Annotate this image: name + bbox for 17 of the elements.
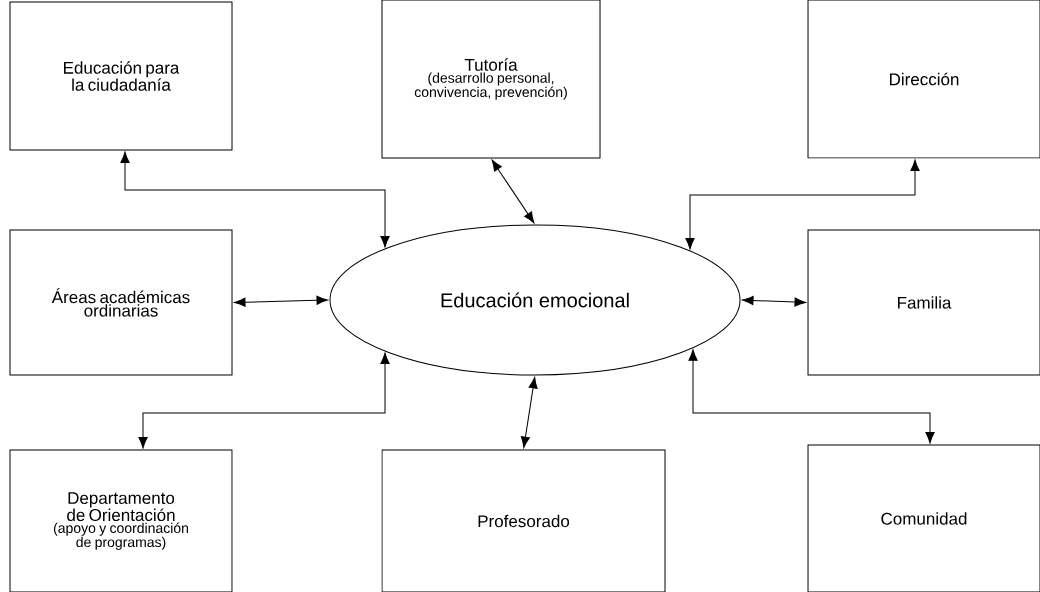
- arrow: [138, 352, 390, 449]
- arrow: [120, 151, 390, 248]
- arrow: [520, 377, 538, 448]
- text-box: Educación para la ciudadanía: [9, 1, 233, 151]
- ellipse-node: Educación emocional: [329, 224, 741, 376]
- text-box: Departamento de Orientación (apoyo y coordinación de programas): [9, 449, 233, 592]
- arrow: [234, 295, 328, 307]
- arrow: [742, 295, 806, 307]
- arrow: [491, 159, 535, 224]
- text-box: Comunidad: [807, 444, 1040, 592]
- text-box: Tutoría (desarrollo personal, convivencia, prevención): [381, 0, 601, 159]
- arrow: [688, 349, 935, 444]
- text-box: Dirección: [807, 0, 1040, 159]
- text-box: Áreas académicas ordinarias: [9, 229, 233, 376]
- arrow: [685, 159, 920, 250]
- text-box: Profesorado: [381, 449, 666, 592]
- text-box: Familia: [807, 229, 1040, 376]
